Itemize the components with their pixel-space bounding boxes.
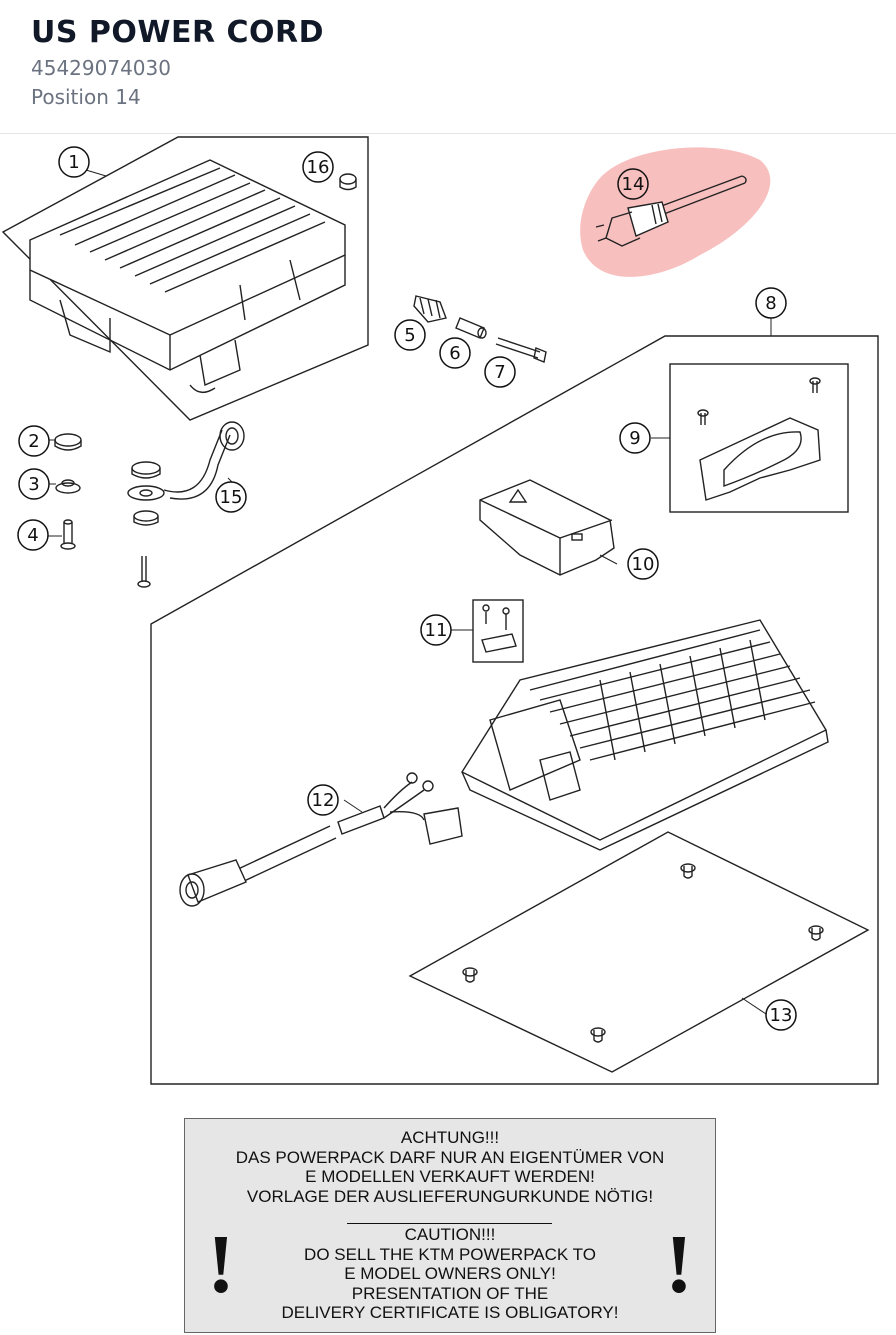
callout-2[interactable]: 2 [18,425,50,457]
svg-text:8: 8 [765,293,776,314]
warning-divider [347,1223,552,1224]
callout-9[interactable]: 9 [619,422,651,454]
part-4-screw[interactable] [60,519,76,550]
callout-16[interactable]: 16 [302,151,334,183]
callout-10[interactable]: 10 [627,548,659,580]
svg-text:12: 12 [312,790,335,811]
part-7-bolt[interactable] [495,337,547,363]
exploded-parts-diagram: 1 16 14 8 5 6 7 2 9 3 15 4 10 11 12 13 [1,136,879,1085]
warning-de-line-4: VORLAGE DER AUSLIEFERUNGURKUNDE NÖTIG! [246,1186,654,1206]
svg-text:4: 4 [27,525,38,546]
callout-7[interactable]: 7 [484,356,516,388]
svg-text:6: 6 [449,343,460,364]
warning-de-line-1: ACHTUNG!!! [400,1128,500,1147]
warning-en-line-2: DO SELL THE KTM POWERPACK TO [304,1244,596,1264]
callout-4[interactable]: 4 [17,519,49,551]
part-9-handle[interactable] [697,377,821,501]
svg-text:3: 3 [28,474,39,495]
callout-11[interactable]: 11 [420,614,452,646]
part-1-frame [1,136,369,421]
svg-text:16: 16 [307,157,330,178]
warning-german: ACHTUNG!!! DAS POWERPACK DARF NUR AN EIG… [185,1128,715,1206]
part-header: US POWER CORD 45429074030 Position 14 [0,0,896,134]
callout-13[interactable]: 13 [765,999,797,1031]
callout-8[interactable]: 8 [755,287,787,319]
exclamation-icon-left: ! [207,1218,235,1311]
part-13-mounting-plate[interactable] [408,831,870,1073]
part-1-powerpack-housing[interactable] [29,159,346,393]
callout-15[interactable]: 15 [215,481,247,513]
part-position: Position 14 [31,85,141,109]
warning-notice: ACHTUNG!!! DAS POWERPACK DARF NUR AN EIG… [184,1118,716,1333]
svg-text:9: 9 [629,428,640,449]
svg-text:11: 11 [425,620,448,641]
part-title: US POWER CORD [31,15,325,50]
svg-text:7: 7 [494,362,505,383]
part-11-frame [472,599,524,663]
callout-14[interactable]: 14 [617,168,649,200]
charger-unit[interactable] [460,619,829,851]
callout-6[interactable]: 6 [439,337,471,369]
callouts: 1 16 14 8 5 6 7 2 9 3 15 4 10 11 12 13 [17,146,797,1031]
part-16-plug[interactable] [339,173,357,191]
warning-de-line-3: E MODELLEN VERKAUFT WERDEN! [305,1167,595,1186]
warning-de-line-2: DAS POWERPACK DARF NUR AN EIGENTÜMER VON [235,1147,665,1167]
part-11-bracket-screws[interactable] [481,604,517,653]
warning-en-line-4: PRESENTATION OF THE [351,1283,549,1303]
callout-12[interactable]: 12 [307,784,339,816]
svg-text:15: 15 [220,487,243,508]
warning-english: CAUTION!!! DO SELL THE KTM POWERPACK TO … [185,1225,715,1323]
callout-3[interactable]: 3 [18,468,50,500]
warning-en-line-3: E MODEL OWNERS ONLY! [344,1264,556,1283]
part-6-spacer[interactable] [455,317,487,339]
part-3-washer[interactable] [55,479,81,494]
exclamation-icon-right: ! [665,1218,693,1311]
part-8-kit-frame [150,335,879,1085]
svg-text:10: 10 [632,554,655,575]
svg-text:2: 2 [28,431,39,452]
part-2-grommet[interactable] [54,433,82,451]
warning-en-line-5: DELIVERY CERTIFICATE IS OBLIGATORY! [281,1303,619,1322]
part-15-strap-assembly[interactable] [127,421,245,588]
warning-en-line-1: CAUTION!!! [404,1225,496,1244]
part-10-cover[interactable] [479,479,615,576]
callout-1[interactable]: 1 [58,146,90,178]
svg-text:1: 1 [68,152,79,173]
part-12-cable-harness[interactable] [179,772,463,907]
svg-text:14: 14 [622,174,645,195]
svg-text:5: 5 [404,325,415,346]
part-number: 45429074030 [31,56,171,80]
callout-5[interactable]: 5 [394,319,426,351]
part-14-power-cord[interactable] [595,175,747,247]
part-5-connector-sleeve[interactable] [413,295,447,323]
highlight-item-14 [580,147,771,277]
svg-text:13: 13 [770,1005,793,1026]
